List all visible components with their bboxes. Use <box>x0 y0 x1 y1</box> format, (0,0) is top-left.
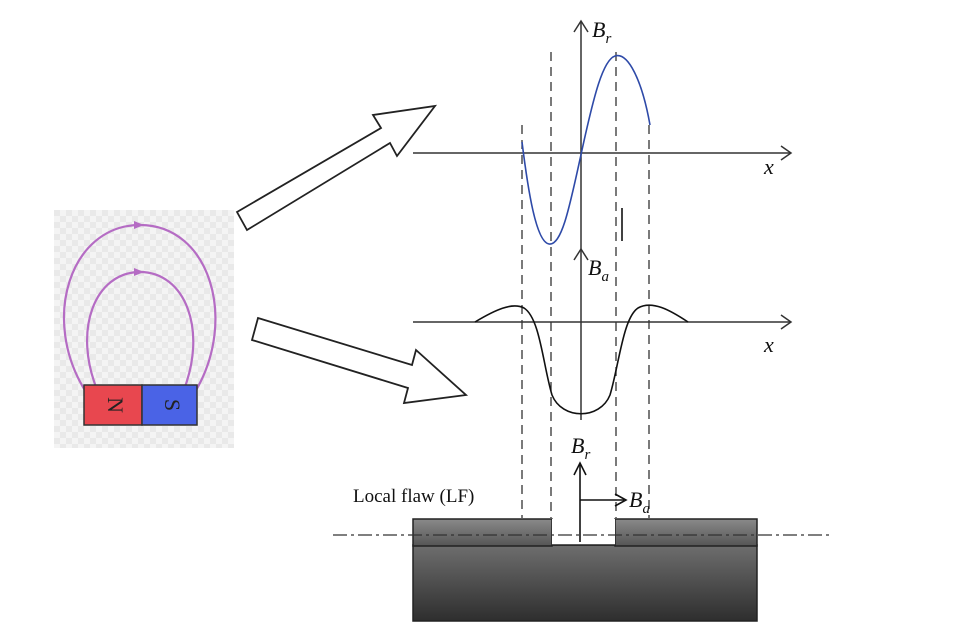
top-x-axis-label: x <box>763 154 774 179</box>
ba-vector-head <box>614 493 628 507</box>
north-pole-label: N <box>103 397 128 413</box>
radial-field-curve <box>521 54 651 245</box>
ba-vector-label: Ba <box>629 487 650 517</box>
mid-x-axis-label: x <box>763 332 774 357</box>
top-y-axis-label: Br <box>592 17 611 47</box>
field-arrow-outer <box>134 221 144 229</box>
axial-field-plot: Ba x <box>413 247 793 420</box>
br-vector-head <box>573 461 587 476</box>
mid-y-axis-label: Ba <box>588 255 609 285</box>
axial-field-curve <box>474 304 689 415</box>
mid-x-axis-arrow <box>780 314 793 330</box>
field-arrow-inner <box>134 268 144 276</box>
north-pole <box>83 384 143 426</box>
arrow-to-radial-plot <box>235 104 438 232</box>
specimen-base <box>412 544 758 622</box>
specimen: Local flaw (LF) Br Ba <box>333 433 830 622</box>
mid-y-axis-arrow <box>573 247 589 261</box>
magnet-illustration: N S <box>54 210 234 448</box>
flaw-notch <box>552 519 615 545</box>
south-pole-label: S <box>160 399 185 411</box>
specimen-ridge-right <box>614 518 758 547</box>
top-x-axis-arrow <box>780 145 793 161</box>
arrow-to-axial-plot <box>250 316 469 405</box>
specimen-ridge-left <box>412 518 553 547</box>
flaw-label: Local flaw (LF) <box>353 486 474 507</box>
top-y-axis-arrow <box>573 19 589 33</box>
br-vector-label: Br <box>571 433 590 463</box>
south-pole <box>141 384 198 426</box>
radial-field-plot: Br x <box>413 17 793 250</box>
